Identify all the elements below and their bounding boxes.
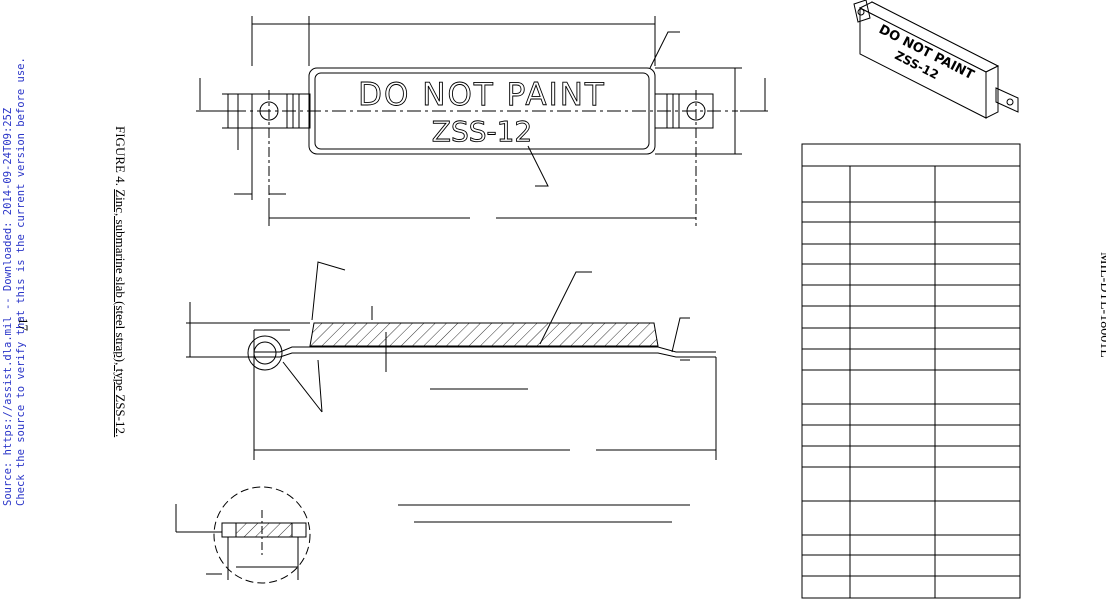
top-view <box>196 16 768 226</box>
dimension-table <box>801 143 1021 599</box>
detail-view <box>175 486 311 584</box>
isometric-view <box>853 0 1019 119</box>
hatched-section <box>309 322 659 347</box>
section-view <box>186 261 717 460</box>
plate-text-line2: ZSS-12 <box>432 115 532 148</box>
plate-text-line1: DO NOT PAINT <box>358 77 606 113</box>
